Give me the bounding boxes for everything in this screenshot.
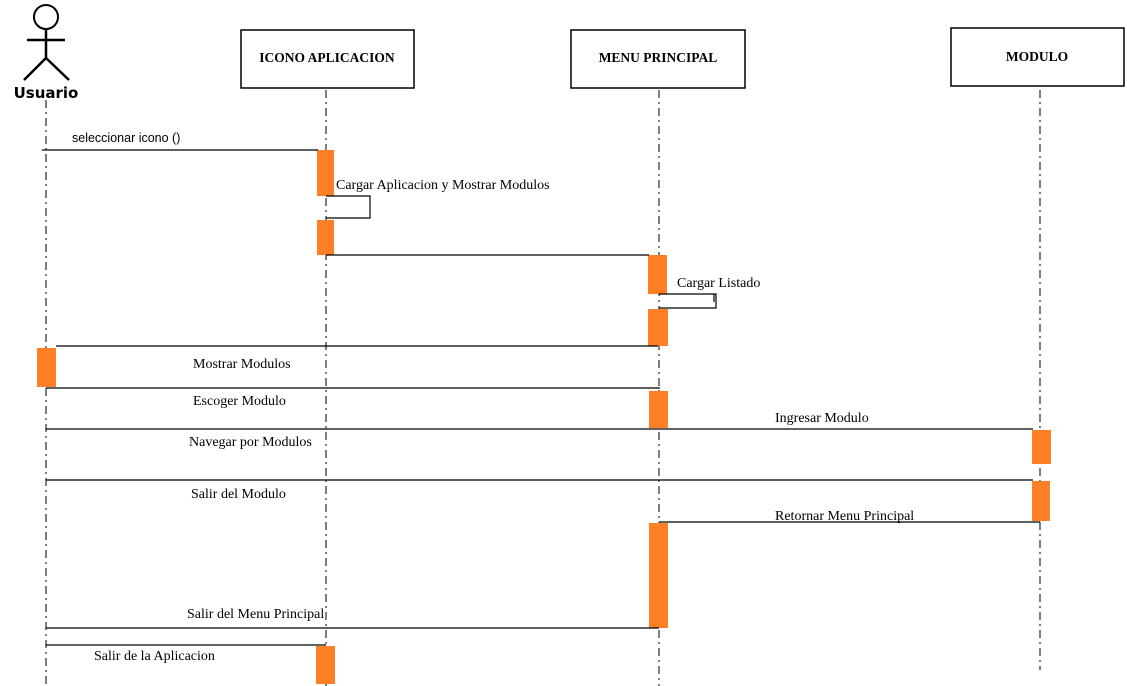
participant-modulo: MODULO: [950, 27, 1125, 87]
actor-head: [33, 4, 59, 30]
activation-bar: [1032, 481, 1050, 521]
participant-box: [950, 27, 1125, 87]
message-label-salir-del-modulo: Salir del Modulo: [191, 487, 286, 502]
participant-menu-principal: MENU PRINCIPAL: [570, 29, 746, 89]
message-label-salir-menu: Salir del Menu Principal: [187, 607, 324, 622]
self-message-cargar-aplicacion: [326, 195, 371, 219]
participant-label: MENU PRINCIPAL: [599, 50, 718, 65]
participant-box: [570, 29, 746, 89]
activation-bar: [1032, 430, 1051, 464]
participant-label: ICONO APLICACION: [259, 50, 395, 65]
message-label-ingresar-modulo: Ingresar Modulo: [775, 411, 869, 426]
participant-icono-aplicacion: ICONO APLICACION: [240, 29, 415, 89]
message-label-escoger-modulo: Escoger Modulo: [193, 394, 286, 409]
message-label-cargar-aplicacion: Cargar Aplicacion y Mostrar Modulos: [336, 178, 550, 193]
message-label-navegar-por-modulos: Navegar por Modulos: [189, 435, 312, 450]
activation-bar: [317, 150, 334, 196]
actor-label: Usuario: [14, 84, 79, 102]
self-message-cargar-listado: [659, 293, 717, 309]
activation-bar: [37, 348, 56, 387]
message-label-salir-aplicacion: Salir de la Aplicacion: [94, 649, 215, 664]
activation-bar: [317, 220, 334, 255]
message-labels: seleccionar icono () Cargar Aplicacion y…: [72, 131, 914, 664]
message-label-retornar-menu: Retornar Menu Principal: [775, 509, 914, 524]
activation-bar: [649, 391, 668, 428]
message-label-cargar-listado: Cargar Listado: [677, 276, 760, 291]
activation-bars: [37, 150, 1051, 684]
lifelines: [45, 90, 1041, 686]
actor-left-leg: [23, 57, 47, 81]
message-lines: [42, 149, 1040, 646]
activation-bar: [648, 255, 667, 294]
activation-bar: [649, 523, 668, 628]
activation-bar: [648, 309, 668, 346]
message-label-mostrar-modulos: Mostrar Modulos: [193, 357, 291, 372]
participant-label: MODULO: [1006, 49, 1068, 64]
actor-right-leg: [45, 57, 70, 81]
message-label-seleccionar-icono: seleccionar icono (): [72, 131, 180, 145]
activation-bar: [316, 646, 335, 684]
participant-box: [240, 29, 415, 89]
actor-usuario: Usuario: [14, 4, 79, 102]
